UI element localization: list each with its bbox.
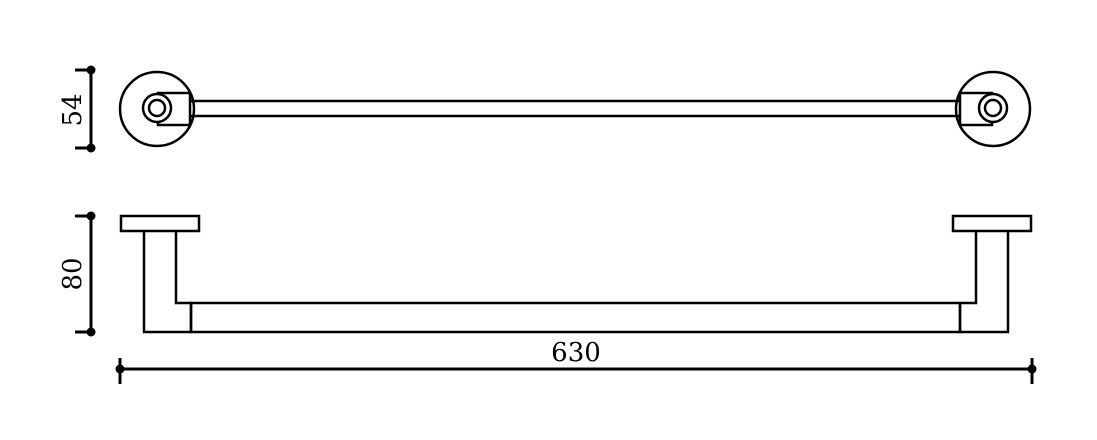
right-rosette-screw	[983, 98, 1003, 118]
dimension-630-label: 630	[551, 338, 601, 368]
right-post	[958, 231, 1010, 334]
dimension-54: 54	[58, 65, 96, 153]
side-view	[119, 214, 1033, 334]
right-rosette-outer	[954, 70, 1032, 148]
left-rosette-outer	[118, 70, 196, 148]
left-post	[142, 231, 193, 334]
dimension-80-dot-top	[86, 211, 96, 221]
right-wall-plate	[951, 214, 1033, 233]
dimension-80-dot-bottom	[86, 327, 96, 337]
side-view-bar	[189, 301, 962, 334]
top-view-bar	[186, 99, 964, 118]
dimension-630-dot-right	[1027, 364, 1037, 374]
left-rosette-ring	[141, 92, 173, 124]
dimension-54-dot-bottom	[86, 143, 96, 153]
left-rosette-screw	[147, 98, 167, 118]
left-wall-mount-top-view	[118, 70, 196, 148]
dimension-630-dot-left	[115, 364, 125, 374]
dimension-54-dot-top	[86, 65, 96, 75]
dimension-80: 80	[58, 211, 96, 337]
dimension-80-label: 80	[58, 257, 88, 290]
right-rosette-ring	[977, 92, 1009, 124]
dimension-54-label: 54	[58, 93, 88, 126]
right-wall-mount-top-view	[954, 70, 1032, 148]
left-wall-plate	[119, 214, 201, 233]
top-view	[118, 70, 1032, 148]
dimension-630: 630	[115, 338, 1037, 384]
